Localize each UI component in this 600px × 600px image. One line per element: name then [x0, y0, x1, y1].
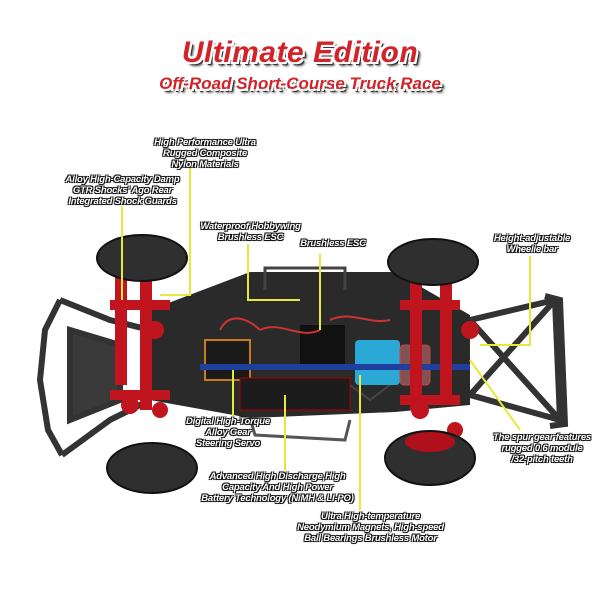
callout-line: High Performance Ultra: [154, 137, 256, 148]
rear-suspension: [400, 275, 479, 438]
callout-line: Ultra High-temperature: [320, 511, 421, 522]
callout-line: Waterproof Hobbywing: [200, 221, 301, 232]
callout-shocks: Alloy High-Capacity Damp GTR Shocks' Ago…: [55, 174, 190, 207]
callout-line: Neodymium Magnets, High-speed: [297, 522, 444, 533]
subtitle: Off-Road Short-Course Truck Race: [159, 74, 441, 93]
callout-line: Ball Bearings Brushless Motor: [304, 533, 437, 544]
callout-line: rugged 0.6 module: [501, 443, 583, 454]
drive-shaft: [200, 364, 470, 370]
callout-line: Wheelie bar: [506, 244, 558, 255]
callout-line: Digital High-Torque: [186, 416, 270, 427]
servo: [204, 339, 251, 381]
callout-battery: Advanced High Discharge,High Capacity An…: [200, 471, 355, 504]
leader-lines: [121, 168, 531, 510]
callout-line: Capacity And High Power: [222, 482, 333, 493]
callout-line: /32-pitch teeth: [511, 454, 573, 465]
esc: [300, 325, 345, 365]
callout-brushless-esc: Brushless ESC: [298, 238, 368, 249]
callout-line: Height-adjustable: [493, 233, 571, 244]
callout-hobbywing-esc: Waterproof Hobbywing Brushless ESC: [198, 221, 303, 243]
callout-line: Nylon Materials: [171, 159, 239, 170]
callout-line: Brushless ESC: [300, 238, 366, 249]
battery-loop: [248, 417, 352, 442]
callout-wheelie-bar: Height-adjustable Wheelie bar: [488, 233, 576, 255]
callout-line: GTR Shocks' Ago Rear: [72, 185, 173, 196]
callout-line: Rugged Composite: [163, 148, 247, 159]
title: Ultimate Edition: [181, 36, 419, 69]
motor: [355, 340, 400, 385]
callout-steering-servo: Digital High-Torque Alloy Gear Steering …: [183, 416, 273, 449]
wires: [219, 315, 391, 334]
wheelie-bar: [467, 293, 569, 429]
callout-line: The spur gear features: [492, 432, 592, 443]
callout-line: Alloy High-Capacity Damp: [65, 174, 180, 185]
callout-nylon: High Performance Ultra Rugged Composite …: [150, 137, 260, 170]
battery: [239, 377, 351, 411]
wheels: [96, 234, 479, 494]
callout-line: Alloy Gear: [205, 427, 251, 438]
callout-line: Integrated Shock Guards: [68, 196, 177, 207]
callout-line: Brushless ESC: [217, 232, 284, 243]
callout-line: Steering Servo: [195, 438, 261, 449]
callout-motor: Ultra High-temperature Neodymium Magnets…: [293, 511, 448, 544]
callout-line: Advanced High Discharge,High: [209, 471, 346, 482]
callout-line: Battery Technology (NiMH & LI-PO): [201, 493, 354, 504]
callout-spur-gear: The spur gear features rugged 0.6 module…: [487, 432, 597, 465]
body-post-loop: [263, 266, 347, 290]
front-bumper: [36, 297, 152, 458]
front-suspension: [110, 275, 170, 418]
